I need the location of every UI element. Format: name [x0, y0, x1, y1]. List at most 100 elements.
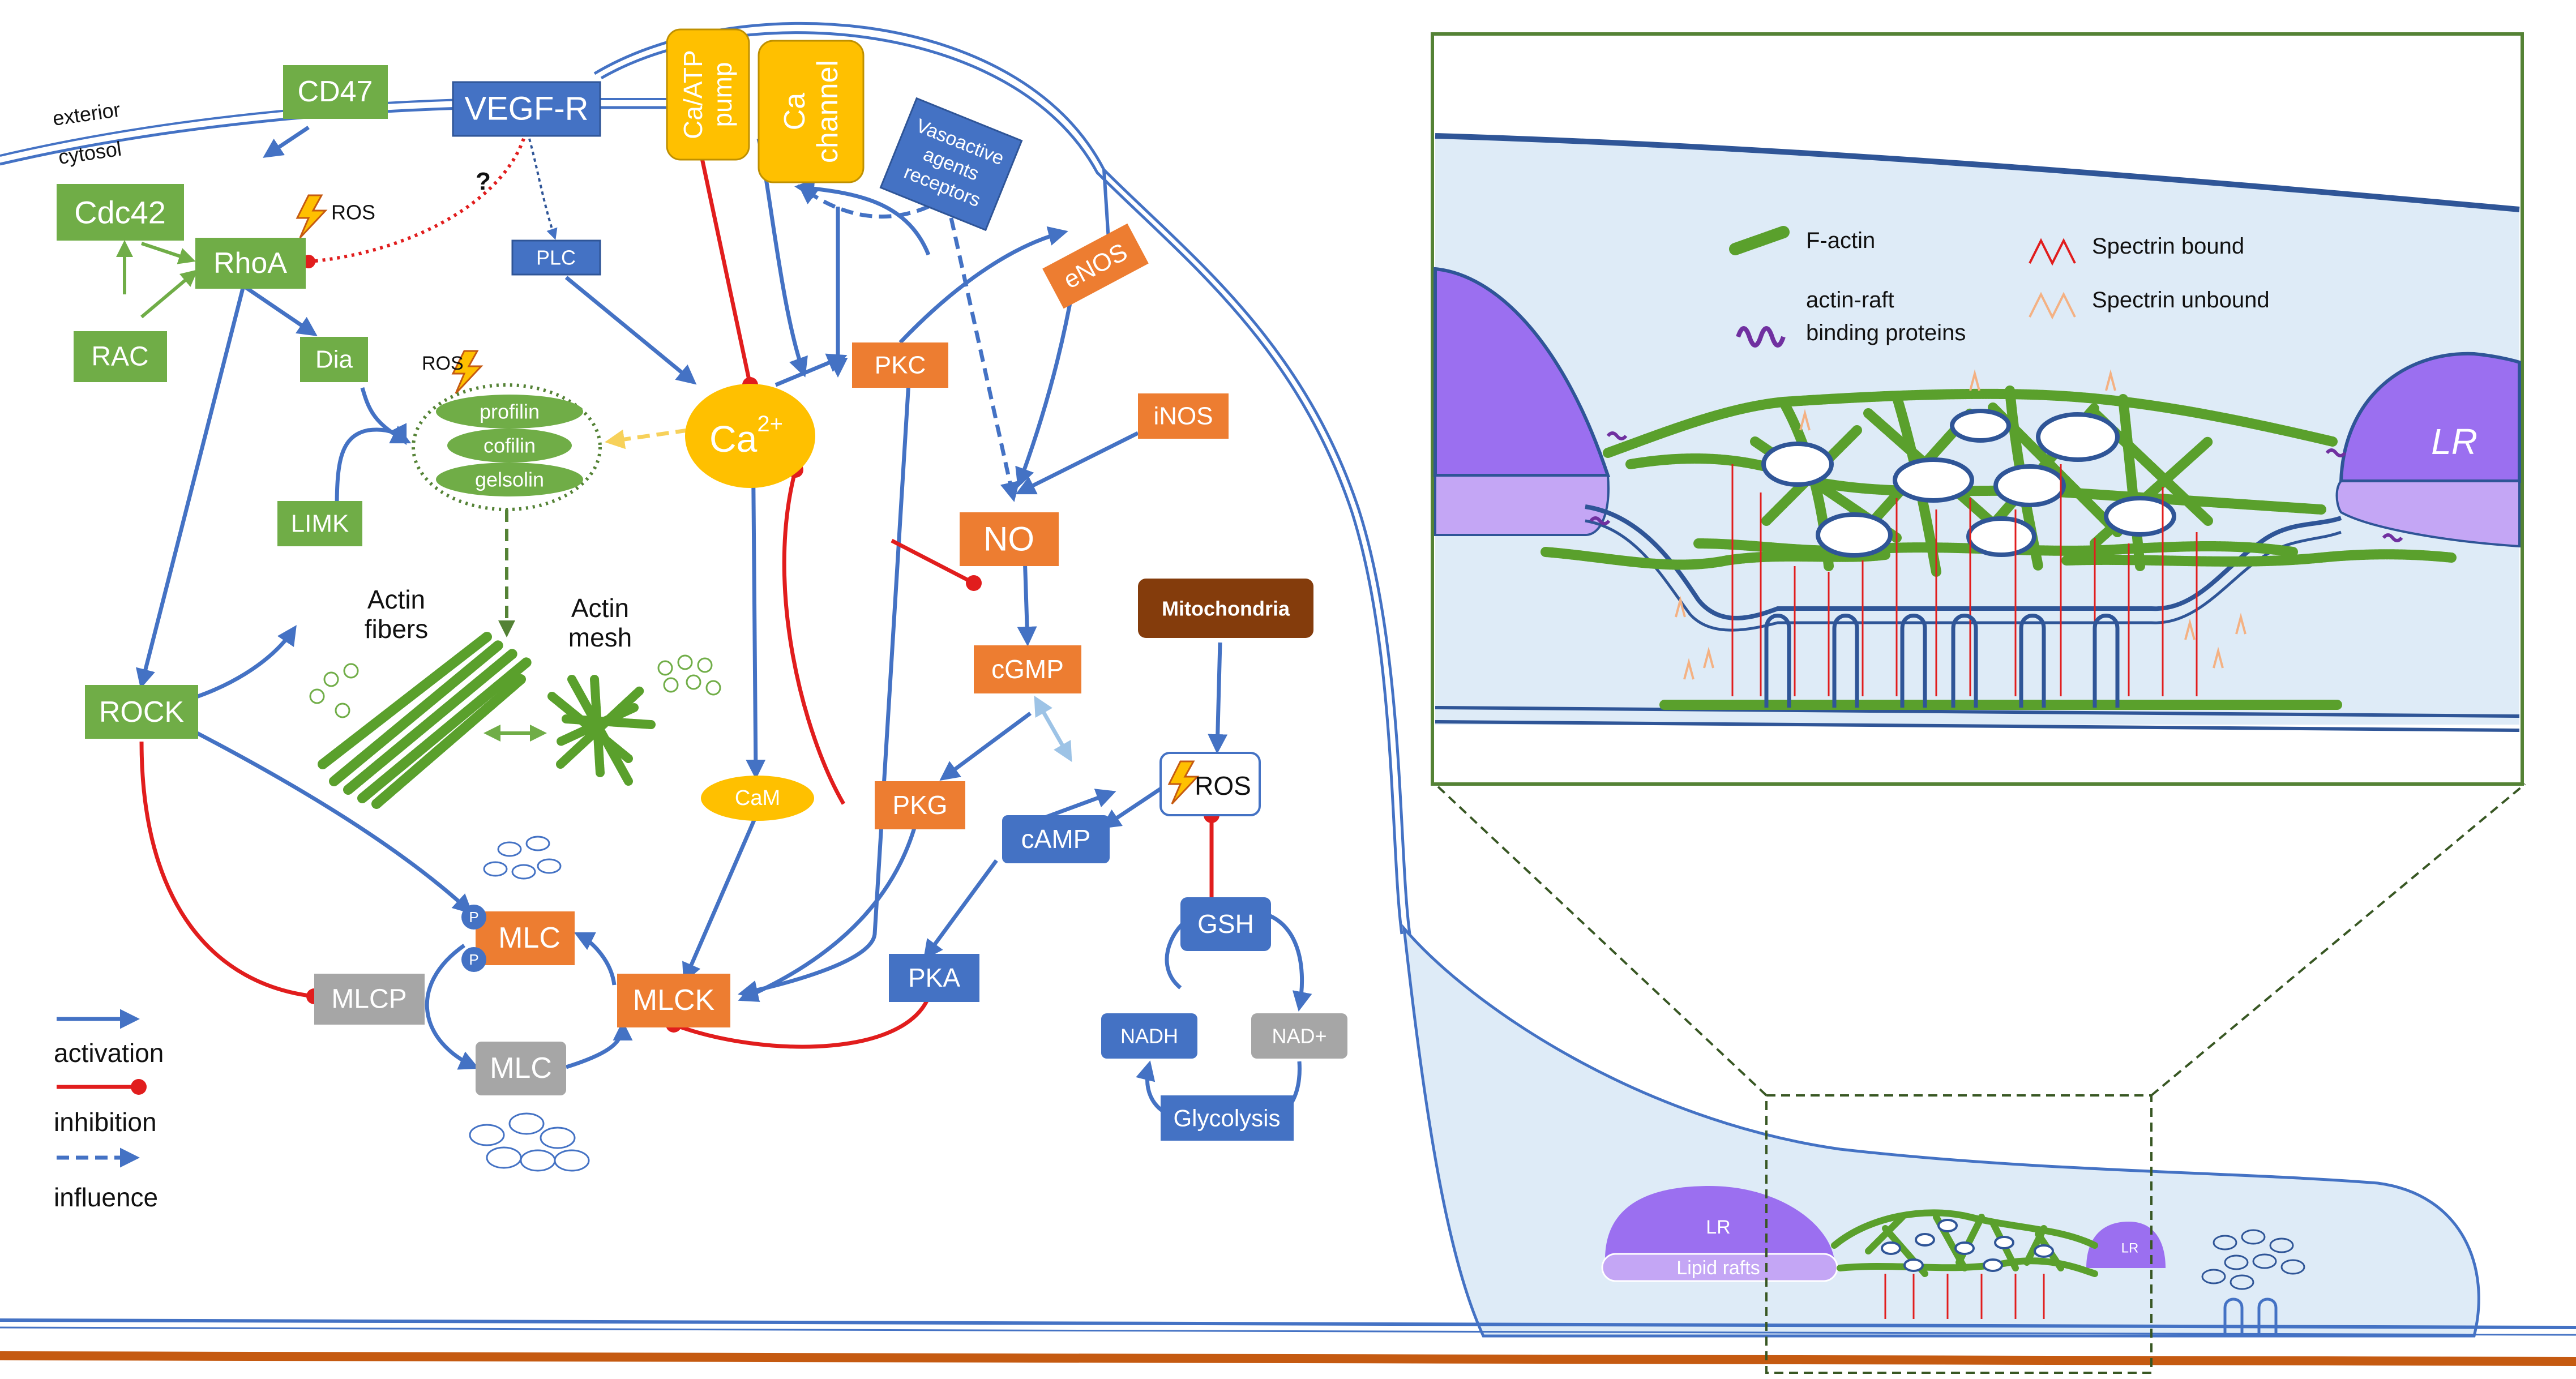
nadplus-node	[1251, 1013, 1347, 1059]
cgmp-label: cGMP	[991, 654, 1064, 684]
dashed-plc	[528, 138, 558, 240]
vegfr-label: VEGF-R	[464, 91, 588, 127]
glycolysis-node	[1161, 1095, 1294, 1141]
pkc-label: PKC	[875, 352, 926, 379]
lightning-icon	[296, 194, 328, 239]
legend-activation: activation	[54, 1038, 164, 1068]
rhoa-label: RhoA	[213, 247, 287, 280]
actin-regulator-cluster	[412, 383, 602, 511]
inset-legend-binding-line1: actin-raft	[1806, 288, 1894, 312]
mitochondria-label: Mitochondria	[1162, 597, 1290, 620]
profilin-label: profilin	[480, 400, 540, 423]
mlc-phospho-label: MLC	[498, 922, 560, 954]
lightning-icon	[1167, 760, 1200, 805]
phosphate-2-label: P	[469, 951, 478, 968]
cd47-node	[283, 65, 388, 119]
inset-legend-f-actin: F-actin	[1806, 228, 1875, 253]
phosphate-1-label: P	[469, 909, 478, 926]
legend: activation inhibition influence	[54, 1009, 164, 1212]
mlck-label: MLCK	[633, 984, 715, 1017]
rac-label: RAC	[91, 342, 148, 372]
cell-actin-rings	[1881, 1219, 2054, 1272]
ca-atp-pump-label: Ca/ATPpump	[678, 50, 737, 139]
cell-spectrin-lines	[1884, 1274, 2045, 1319]
lipid-raft-large: LR Lipid rafts	[1601, 1186, 1838, 1282]
gelsolin-label: gelsolin	[475, 468, 544, 491]
mitochondria-node	[1138, 579, 1313, 638]
inset-holes	[1761, 409, 2176, 558]
inhibition-lines	[139, 158, 1219, 1049]
cdc42-node	[57, 184, 184, 241]
phosphate-1	[461, 905, 486, 930]
gsh-node	[1180, 897, 1271, 951]
ca2-node	[685, 384, 815, 488]
actin-fibers	[318, 632, 532, 809]
cgmp-node	[974, 645, 1081, 693]
dashed-vasoactive-ca-channel	[798, 184, 930, 219]
no-node	[960, 512, 1059, 566]
vasoactive-node: Vasoactiveagentsreceptors	[879, 97, 1023, 232]
rock-label: ROCK	[99, 696, 185, 729]
pka-node	[889, 954, 979, 1002]
cofilin-node	[447, 429, 572, 462]
zoom-region	[1434, 783, 2526, 1374]
rhoa-node	[195, 238, 306, 289]
substrate	[0, 1318, 2576, 1366]
cam-node	[701, 776, 814, 821]
mlc-phospho-node	[476, 911, 575, 965]
ca-channel-node	[758, 40, 865, 183]
lightning-icon	[451, 350, 483, 395]
dashed-influence-vasoactive	[949, 217, 1020, 502]
ros-rhoa-label: ROS	[331, 201, 375, 224]
dia-node	[300, 337, 368, 382]
inset-spectrin-bound	[1731, 464, 2198, 696]
pkg-node	[875, 781, 965, 829]
phosphate-2	[461, 947, 486, 972]
gsh-label: GSH	[1197, 909, 1254, 939]
nadh-node	[1101, 1013, 1197, 1059]
plc-label: PLC	[536, 246, 576, 269]
pka-label: PKA	[908, 963, 960, 992]
green-arrows	[116, 240, 547, 742]
vegfr-node	[452, 81, 601, 137]
lipid-rafts-label: Lipid rafts	[1676, 1257, 1760, 1279]
camp-node	[1002, 815, 1110, 863]
inset-legend-spectrin-unbound: Spectrin unbound	[2092, 288, 2270, 312]
limk-label: LIMK	[291, 510, 349, 538]
profilin-node	[436, 395, 583, 429]
inset-legend-spectrin-bound: Spectrin bound	[2092, 234, 2244, 259]
inos-node	[1138, 393, 1229, 439]
ca-atp-pump-node	[666, 28, 750, 161]
mlcp-node	[314, 974, 425, 1025]
pkc-node	[852, 342, 948, 388]
mlck-node	[617, 974, 730, 1027]
ros-cluster-label: ROS	[422, 353, 464, 374]
nadh-label: NADH	[1120, 1025, 1178, 1048]
glycolysis-label: Glycolysis	[1173, 1105, 1280, 1132]
limk-node	[277, 501, 362, 546]
question-mark: ?	[476, 168, 491, 195]
pkg-label: PKG	[892, 790, 947, 820]
rock-node	[85, 685, 198, 739]
no-label: NO	[983, 520, 1034, 558]
inos-label: iNOS	[1153, 402, 1213, 430]
cdc42-label: Cdc42	[74, 195, 166, 230]
ca2-label: Ca2+	[709, 412, 783, 460]
dashed-ca-to-actin	[605, 428, 688, 449]
plc-node	[511, 239, 601, 276]
lr-label-cell: LR	[1706, 1217, 1730, 1238]
mlc-label: MLC	[490, 1052, 552, 1085]
inset-lr-label: LR	[2431, 421, 2477, 462]
inset-legend-binding-line2: binding proteins	[1806, 320, 1966, 345]
enos-node: eNOS	[1042, 223, 1149, 309]
dotted-ros-rhoa	[302, 138, 525, 268]
dia-label: Dia	[315, 346, 353, 374]
cgmp-camp-link	[1034, 695, 1072, 763]
rac-node	[74, 331, 167, 382]
mlc-node	[476, 1042, 566, 1095]
cell-vesicles	[2201, 1229, 2305, 1290]
camp-label: cAMP	[1021, 824, 1091, 854]
